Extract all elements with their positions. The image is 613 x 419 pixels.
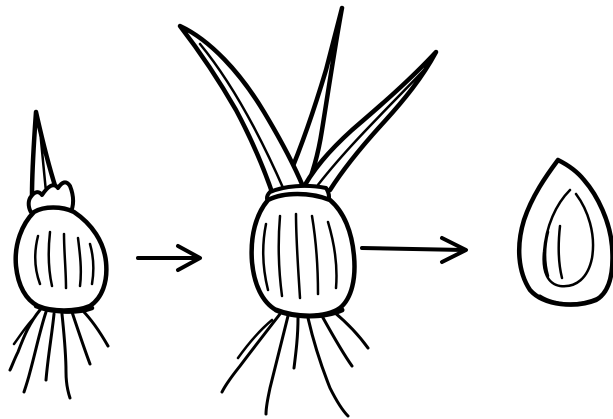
root xyxy=(72,312,90,364)
stage-new-bulb xyxy=(519,160,612,305)
new-bulb-outline xyxy=(519,160,612,305)
roots xyxy=(10,310,108,398)
leaf-left xyxy=(180,26,306,198)
root xyxy=(62,314,70,398)
root xyxy=(82,310,108,346)
root xyxy=(294,318,298,368)
root xyxy=(10,310,40,370)
bulb-body xyxy=(252,194,355,316)
arrow-1 xyxy=(138,246,200,270)
root xyxy=(334,312,368,348)
root xyxy=(308,318,348,416)
stage-sprouting-bulb xyxy=(10,112,108,398)
roots xyxy=(222,312,368,416)
root xyxy=(266,316,288,414)
arrow-shaft xyxy=(362,248,464,250)
stage-bulb-with-leaves xyxy=(180,8,436,416)
arrow-2 xyxy=(362,238,466,262)
root xyxy=(46,314,54,380)
root xyxy=(238,320,272,358)
